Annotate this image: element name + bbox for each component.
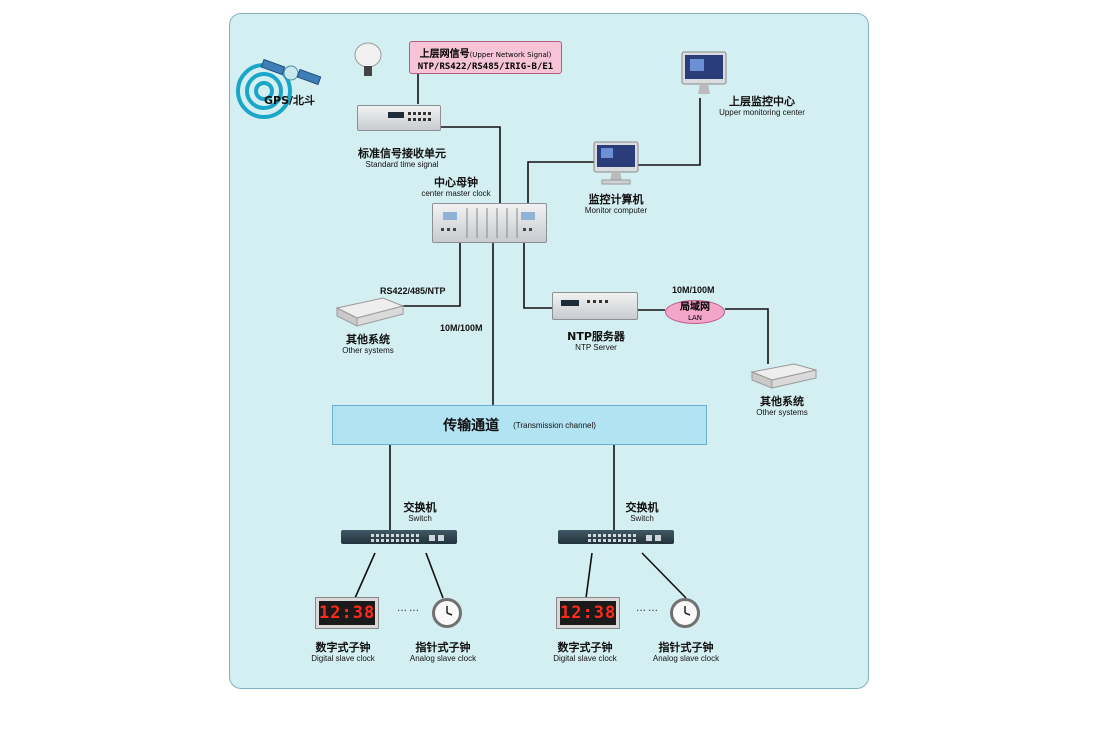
switch-left-label: 交换机 Switch [380,501,460,524]
link-10m-lan-label: 10M/100M [672,285,715,295]
link-10m-center-label: 10M/100M [440,323,483,333]
ntp-en: NTP Server [575,343,617,352]
digital-right-en: Digital slave clock [553,654,617,663]
monitor-computer-icon [593,141,639,185]
digital-clock-right-icon: 12:38 [557,598,619,628]
receiver-en: Standard time signal [365,160,439,169]
master-clock-icon [432,203,547,243]
ntp-server-label: NTP服务器 NTP Server [556,330,636,353]
analog-left-en: Analog slave clock [409,654,477,663]
analog-right-zh: 指针式子钟 [658,641,714,654]
other-right-en: Other systems [756,408,808,417]
receiver-unit-icon [357,105,441,131]
analog-left-zh: 指针式子钟 [415,641,471,654]
switch-right-label: 交换机 Switch [602,501,682,524]
receiver-zh: 标准信号接收单元 [358,147,446,160]
other-system-left-icon [335,297,405,327]
upper-center-zh: 上层监控中心 [729,95,795,108]
link-rs-label: RS422/485/NTP [380,286,446,296]
master-clock-label: 中心母钟 center master clock [400,176,512,199]
analog-right-label: 指针式子钟 Analog slave clock [645,641,727,664]
digital-right-label: 数字式子钟 Digital slave clock [544,641,626,664]
other-left-label: 其他系统 Other systems [330,333,406,356]
monitor-computer-zh: 监控计算机 [588,193,644,206]
digital-left-en: Digital slave clock [311,654,375,663]
other-right-zh: 其他系统 [760,395,804,408]
analog-clock-right-icon [670,598,700,628]
master-clock-zh: 中心母钟 [434,176,478,189]
switch-left-zh: 交换机 [403,501,437,514]
switch-left-en: Switch [408,514,432,523]
upper-signal-box: 上层网信号(Upper Network Signal) NTP/RS422/RS… [409,41,562,74]
satellite-icon [236,58,322,119]
lan-en: LAN [687,314,703,322]
transmission-en: (Transmission channel) [513,420,596,430]
digital-left-zh: 数字式子钟 [315,641,371,654]
upper-signal-en: (Upper Network Signal) [469,51,552,59]
transmission-zh: 传输通道 [443,418,500,434]
imac-icon [681,51,727,94]
switch-left-icon [341,530,457,544]
ntp-server-icon [552,292,638,320]
upper-signal-protocols: NTP/RS422/RS485/IRIG-B/E1 [417,62,554,72]
switch-right-zh: 交换机 [625,501,659,514]
digital-left-label: 数字式子钟 Digital slave clock [302,641,384,664]
switch-right-en: Switch [630,514,654,523]
ellipsis-right: …… [636,603,660,614]
ntp-zh: NTP服务器 [567,330,625,343]
antenna-icon [354,42,382,76]
analog-right-en: Analog slave clock [652,654,720,663]
digital-right-zh: 数字式子钟 [557,641,613,654]
switch-right-icon [558,530,674,544]
analog-left-label: 指针式子钟 Analog slave clock [402,641,484,664]
analog-clock-left-icon [432,598,462,628]
lan-ellipse: 局域网 LAN [665,300,725,324]
upper-center-en: Upper monitoring center [719,108,805,117]
transmission-channel: 传输通道 (Transmission channel) [332,405,707,445]
monitor-computer-label: 监控计算机 Monitor computer [570,193,662,216]
other-left-en: Other systems [342,346,394,355]
other-left-zh: 其他系统 [346,333,390,346]
digital-clock-left-icon: 12:38 [316,598,378,628]
upper-center-label: 上层监控中心 Upper monitoring center [706,95,818,118]
receiver-label: 标准信号接收单元 Standard time signal [340,147,464,170]
master-clock-en: center master clock [421,189,491,198]
upper-signal-zh: 上层网信号 [419,49,470,60]
other-system-right-icon [750,363,817,389]
monitor-computer-en: Monitor computer [584,206,648,215]
lan-zh: 局域网 [680,302,710,313]
gps-label: GPS/北斗 [264,94,316,107]
ellipsis-left: …… [397,603,421,614]
other-right-label: 其他系统 Other systems [744,395,820,418]
